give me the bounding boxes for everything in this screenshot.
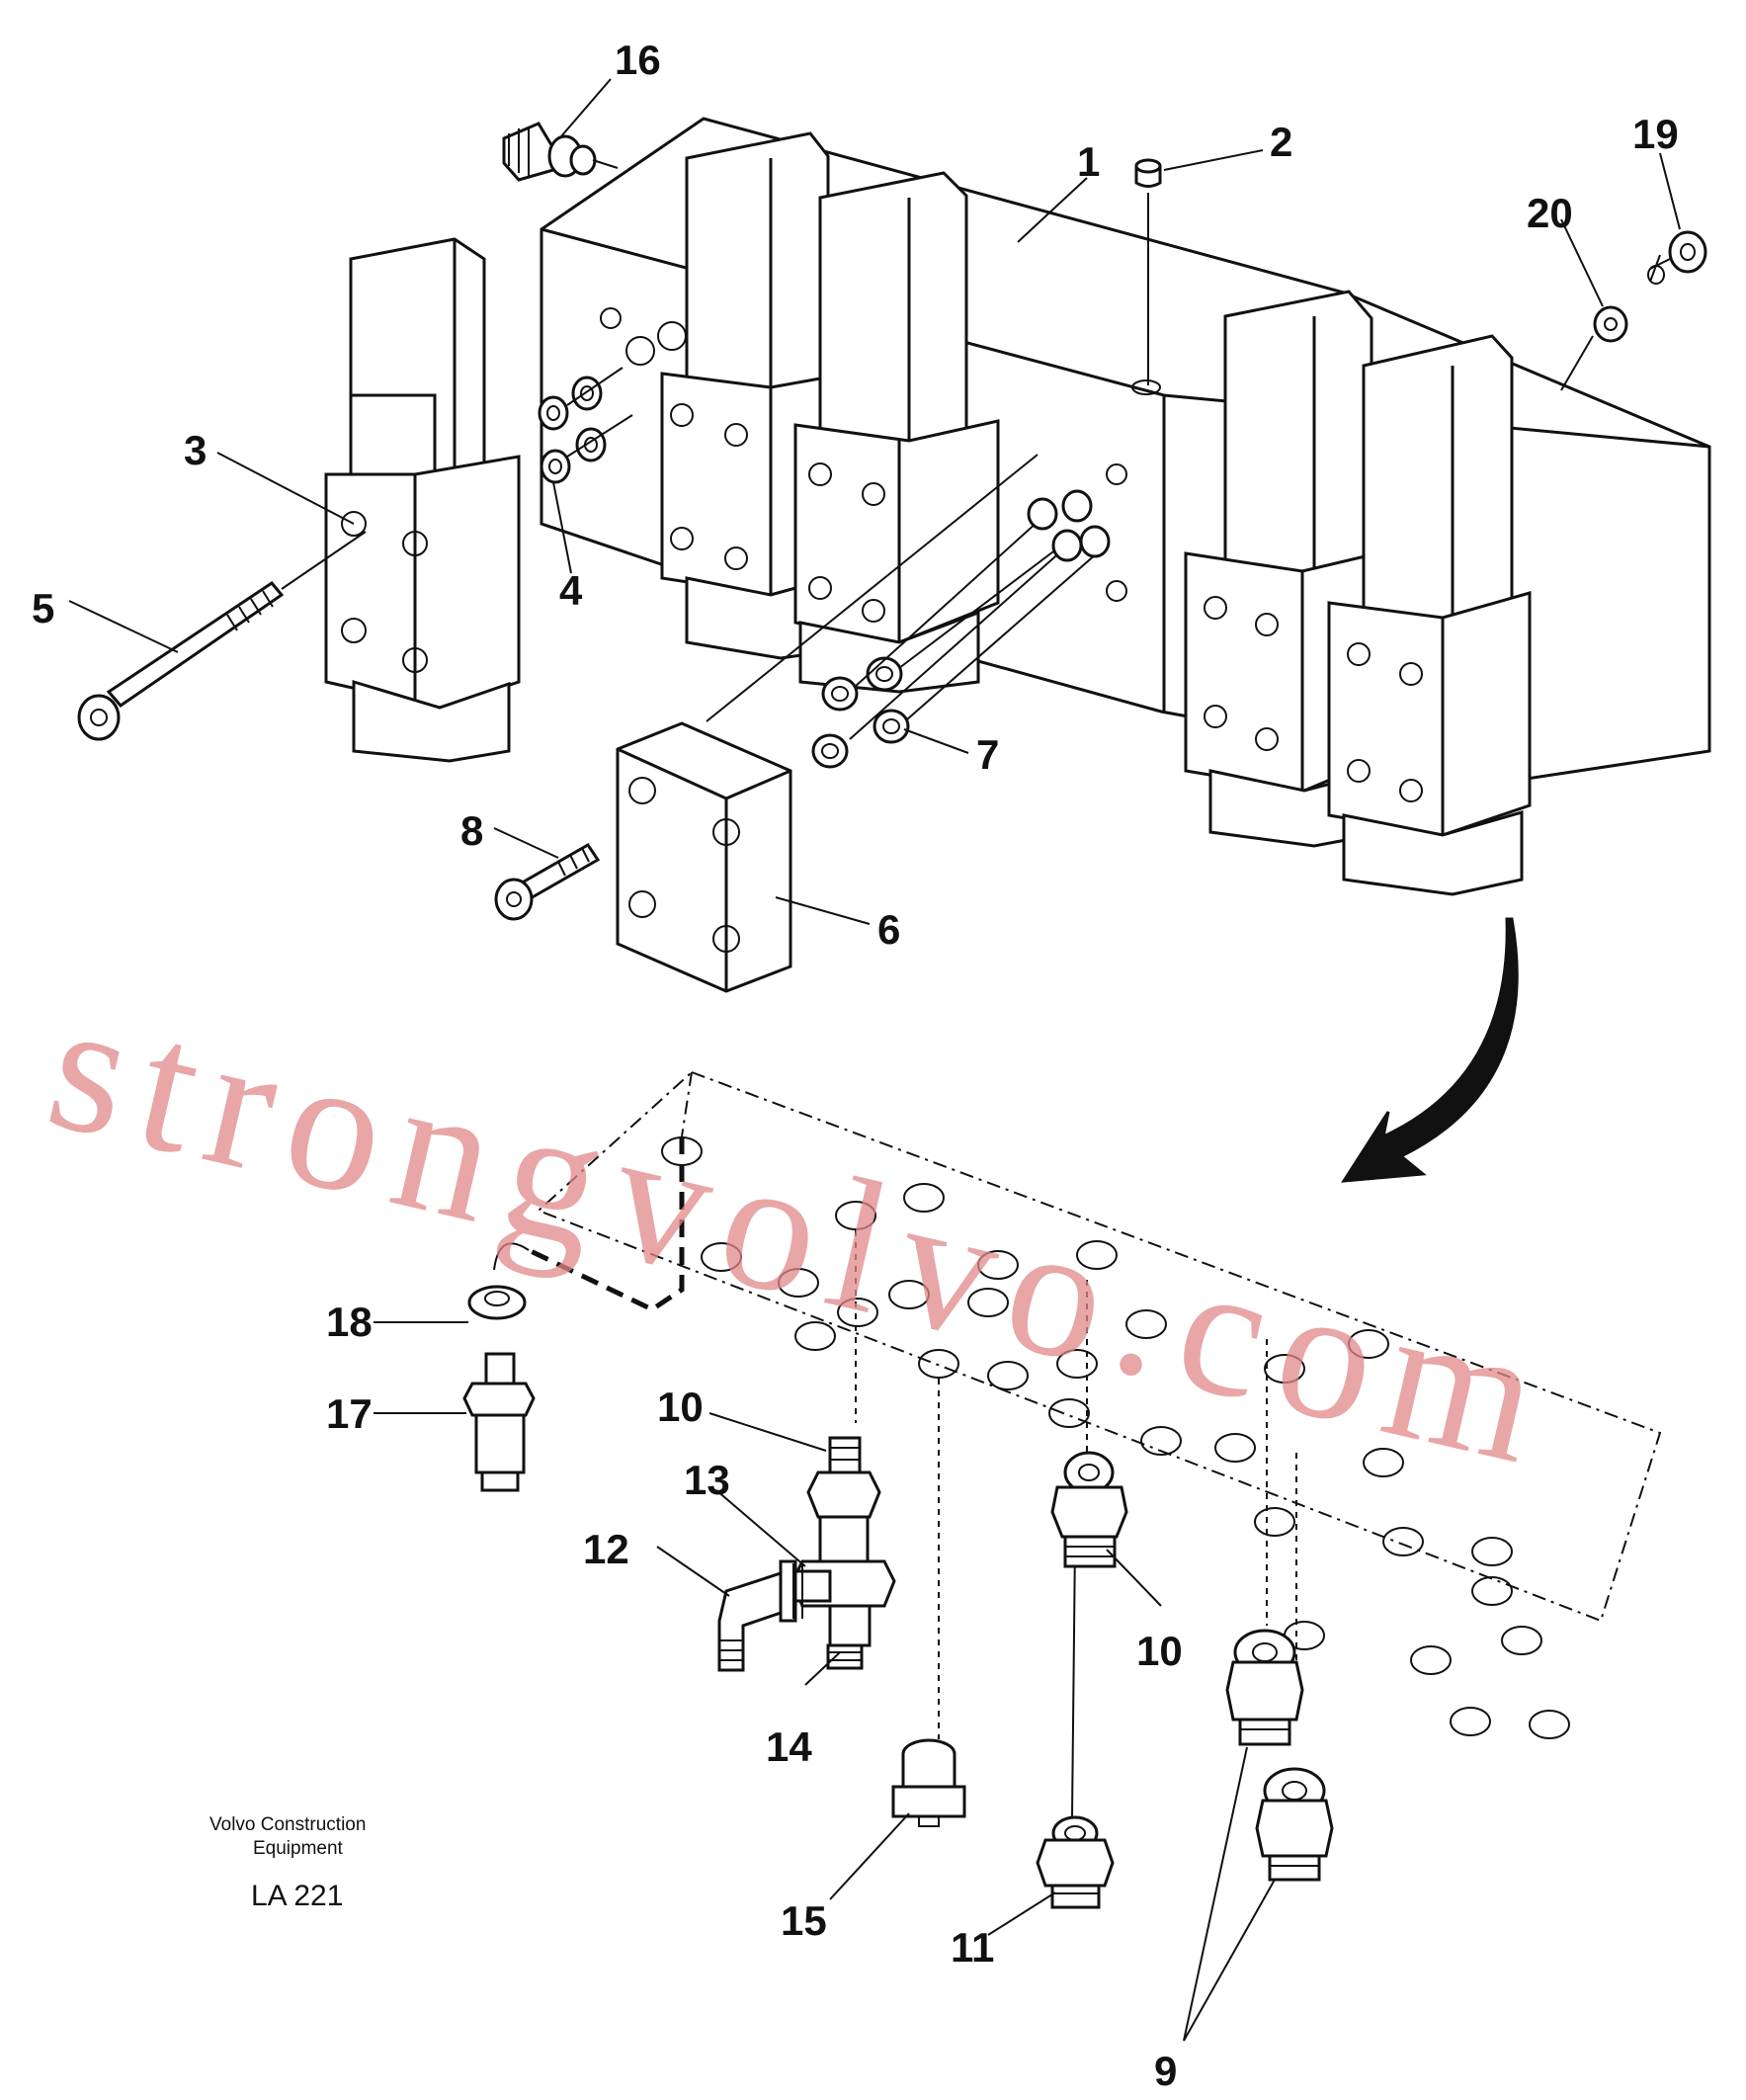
cover-plate-6 bbox=[616, 454, 1039, 993]
callout-7: 7 bbox=[976, 731, 999, 778]
fitting-10-left bbox=[790, 1436, 896, 1608]
callout-16: 16 bbox=[615, 37, 661, 83]
fittings-9 bbox=[1225, 1629, 1334, 1882]
screw-8 bbox=[494, 843, 601, 921]
callout-8: 8 bbox=[460, 807, 483, 854]
elbow-12 bbox=[717, 1570, 783, 1672]
o-rings-4 bbox=[538, 367, 633, 484]
pressure-sensor-17 bbox=[462, 1352, 536, 1492]
callout-10-right: 10 bbox=[1136, 1628, 1183, 1674]
solenoid-coil-3 bbox=[793, 171, 1000, 694]
seal-20 bbox=[1560, 305, 1628, 391]
callout-18: 18 bbox=[326, 1299, 373, 1345]
callout-2: 2 bbox=[1270, 119, 1292, 165]
callout-13: 13 bbox=[684, 1457, 730, 1503]
callout-5: 5 bbox=[32, 585, 54, 631]
callout-3: 3 bbox=[184, 427, 207, 473]
callout-1: 1 bbox=[1077, 138, 1100, 185]
watermark: strongvolvo.com bbox=[33, 960, 1574, 1507]
callout-19: 19 bbox=[1632, 111, 1679, 157]
callout-17: 17 bbox=[326, 1390, 373, 1437]
fitting-19 bbox=[1647, 230, 1707, 285]
caption-line-2: Equipment bbox=[253, 1838, 344, 1859]
callout-12: 12 bbox=[583, 1526, 629, 1572]
callout-11: 11 bbox=[951, 1924, 994, 1971]
fitting-10-right bbox=[1050, 1451, 1128, 1568]
callout-20: 20 bbox=[1527, 190, 1573, 236]
drawing-code: LA 221 bbox=[251, 1880, 343, 1912]
leader-lines bbox=[68, 78, 1681, 2042]
callout-9: 9 bbox=[1154, 2048, 1177, 2094]
fitting-16 bbox=[502, 122, 619, 182]
valve-bottom-face bbox=[493, 1070, 1662, 1739]
solenoid-coil-left bbox=[324, 237, 521, 763]
valve-body-rear-ports bbox=[600, 307, 1161, 602]
plug-2 bbox=[1134, 158, 1162, 385]
solenoid-coil-5 bbox=[1327, 334, 1532, 896]
rotation-arrow bbox=[1341, 917, 1519, 1183]
callout-15: 15 bbox=[781, 1897, 827, 1944]
o-rings-7 bbox=[811, 489, 1111, 769]
bottom-ports bbox=[661, 1136, 1570, 1739]
screw-5 bbox=[77, 531, 367, 741]
fitting-11 bbox=[1036, 1815, 1115, 1909]
callout-4: 4 bbox=[559, 567, 583, 614]
callout-labels: 1 2 3 4 5 6 7 8 9 10 10 11 12 13 14 15 1… bbox=[32, 37, 1679, 2094]
washer-18 bbox=[467, 1285, 527, 1320]
plug-15 bbox=[891, 1738, 966, 1827]
caption-line-1: Volvo Construction bbox=[209, 1814, 366, 1835]
callout-14: 14 bbox=[766, 1723, 812, 1770]
callout-10-top: 10 bbox=[657, 1384, 704, 1430]
nipple-14 bbox=[826, 1643, 864, 1670]
assembly-lines bbox=[855, 1230, 1297, 1817]
tee-fitting-13 bbox=[779, 1559, 872, 1647]
callout-6: 6 bbox=[877, 906, 900, 953]
